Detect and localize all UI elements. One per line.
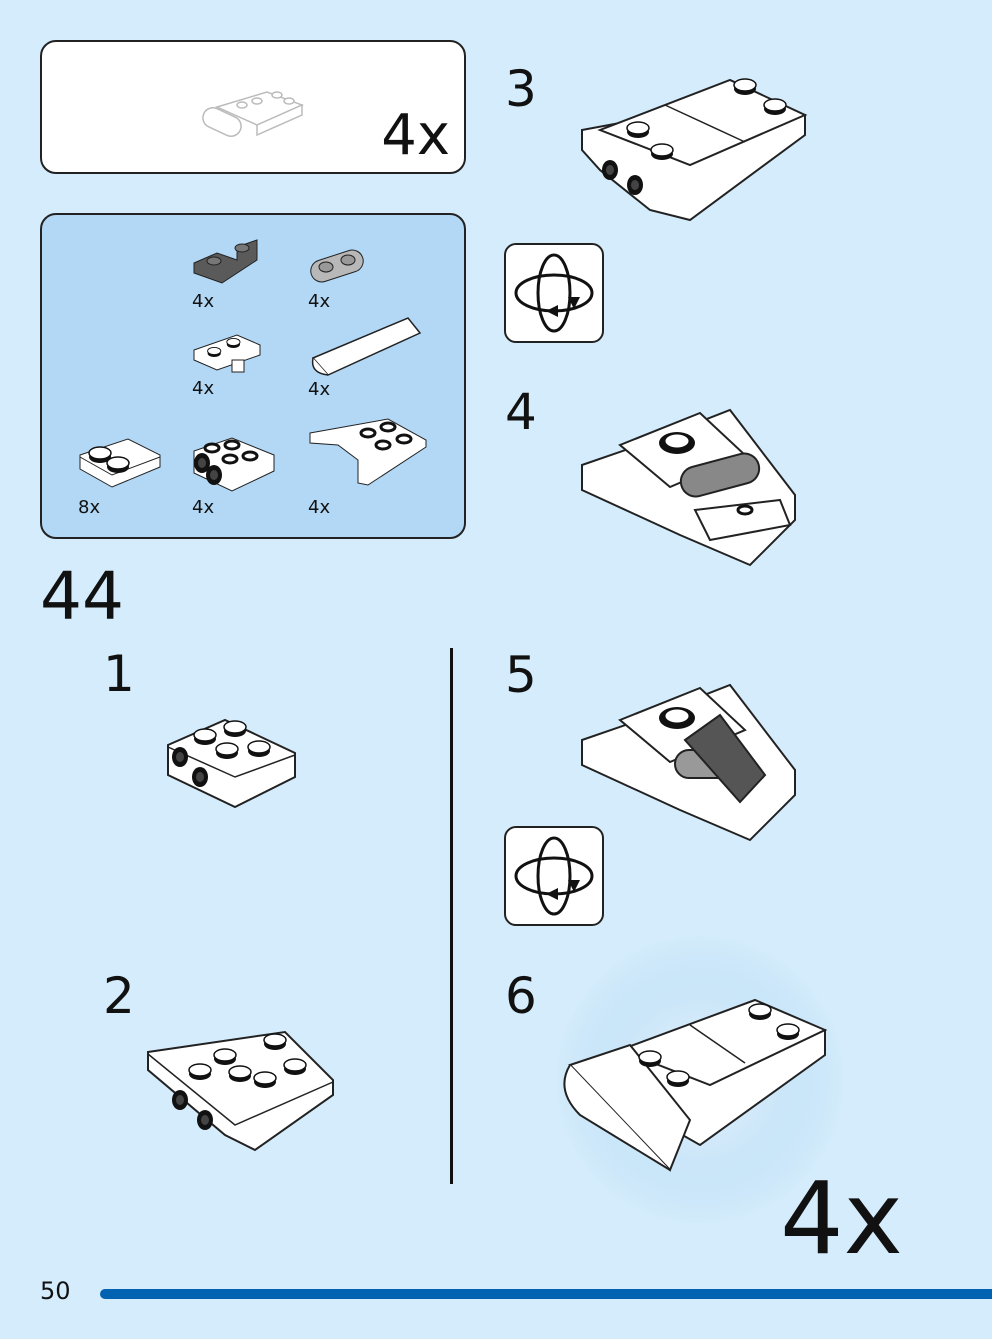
part-quantity: 4x bbox=[192, 497, 215, 518]
part-white-wedge-plate: 4x bbox=[308, 415, 433, 518]
rotate-icon bbox=[514, 836, 594, 916]
part-white-curved-slope: 4x bbox=[308, 313, 423, 400]
rotate-model-callout bbox=[504, 243, 604, 343]
submodel-callout: 4x bbox=[40, 40, 466, 174]
part-quantity: 8x bbox=[78, 497, 101, 518]
part-image bbox=[193, 239, 258, 284]
part-white-plate-2x2: 8x bbox=[78, 435, 163, 518]
part-image bbox=[309, 418, 427, 486]
page-progress-bar bbox=[100, 1289, 992, 1299]
page-number: 50 bbox=[40, 1277, 71, 1305]
step-1-image bbox=[167, 718, 296, 809]
part-quantity: 4x bbox=[308, 379, 331, 400]
part-white-brick-side-studs: 4x bbox=[192, 433, 277, 518]
step-4-image bbox=[581, 408, 796, 567]
part-quantity: 4x bbox=[308, 291, 331, 312]
step-number: 4 bbox=[505, 383, 537, 441]
step-number: 5 bbox=[505, 646, 537, 704]
step-2-image bbox=[147, 1030, 334, 1152]
parts-list-panel: 4x 4x 4x 4x 8x bbox=[40, 213, 466, 539]
main-step-number: 44 bbox=[40, 558, 124, 635]
part-image bbox=[193, 437, 275, 492]
rotate-model-callout bbox=[504, 826, 604, 926]
part-dark-gray-inverted-slope: 4x bbox=[192, 235, 262, 312]
final-quantity: 4x bbox=[780, 1160, 903, 1277]
step-5-image bbox=[581, 683, 796, 842]
step-number: 2 bbox=[103, 967, 135, 1025]
submodel-quantity: 4x bbox=[381, 103, 450, 168]
rotate-icon bbox=[514, 253, 594, 333]
step-number: 1 bbox=[103, 645, 135, 703]
submodel-preview-image bbox=[202, 91, 304, 137]
part-light-gray-rounded-plate: 4x bbox=[308, 245, 368, 312]
step-3-image bbox=[581, 78, 808, 222]
part-image bbox=[79, 438, 161, 488]
part-quantity: 4x bbox=[308, 497, 331, 518]
part-quantity: 4x bbox=[192, 291, 215, 312]
part-image bbox=[311, 317, 422, 376]
column-divider bbox=[450, 648, 453, 1184]
step-number: 6 bbox=[505, 967, 537, 1025]
step-number: 3 bbox=[505, 60, 537, 118]
part-white-plate-with-clip: 4x bbox=[192, 330, 262, 399]
part-image bbox=[310, 249, 364, 283]
step-6-image bbox=[555, 935, 845, 1225]
part-image bbox=[193, 334, 261, 373]
part-quantity: 4x bbox=[192, 378, 215, 399]
